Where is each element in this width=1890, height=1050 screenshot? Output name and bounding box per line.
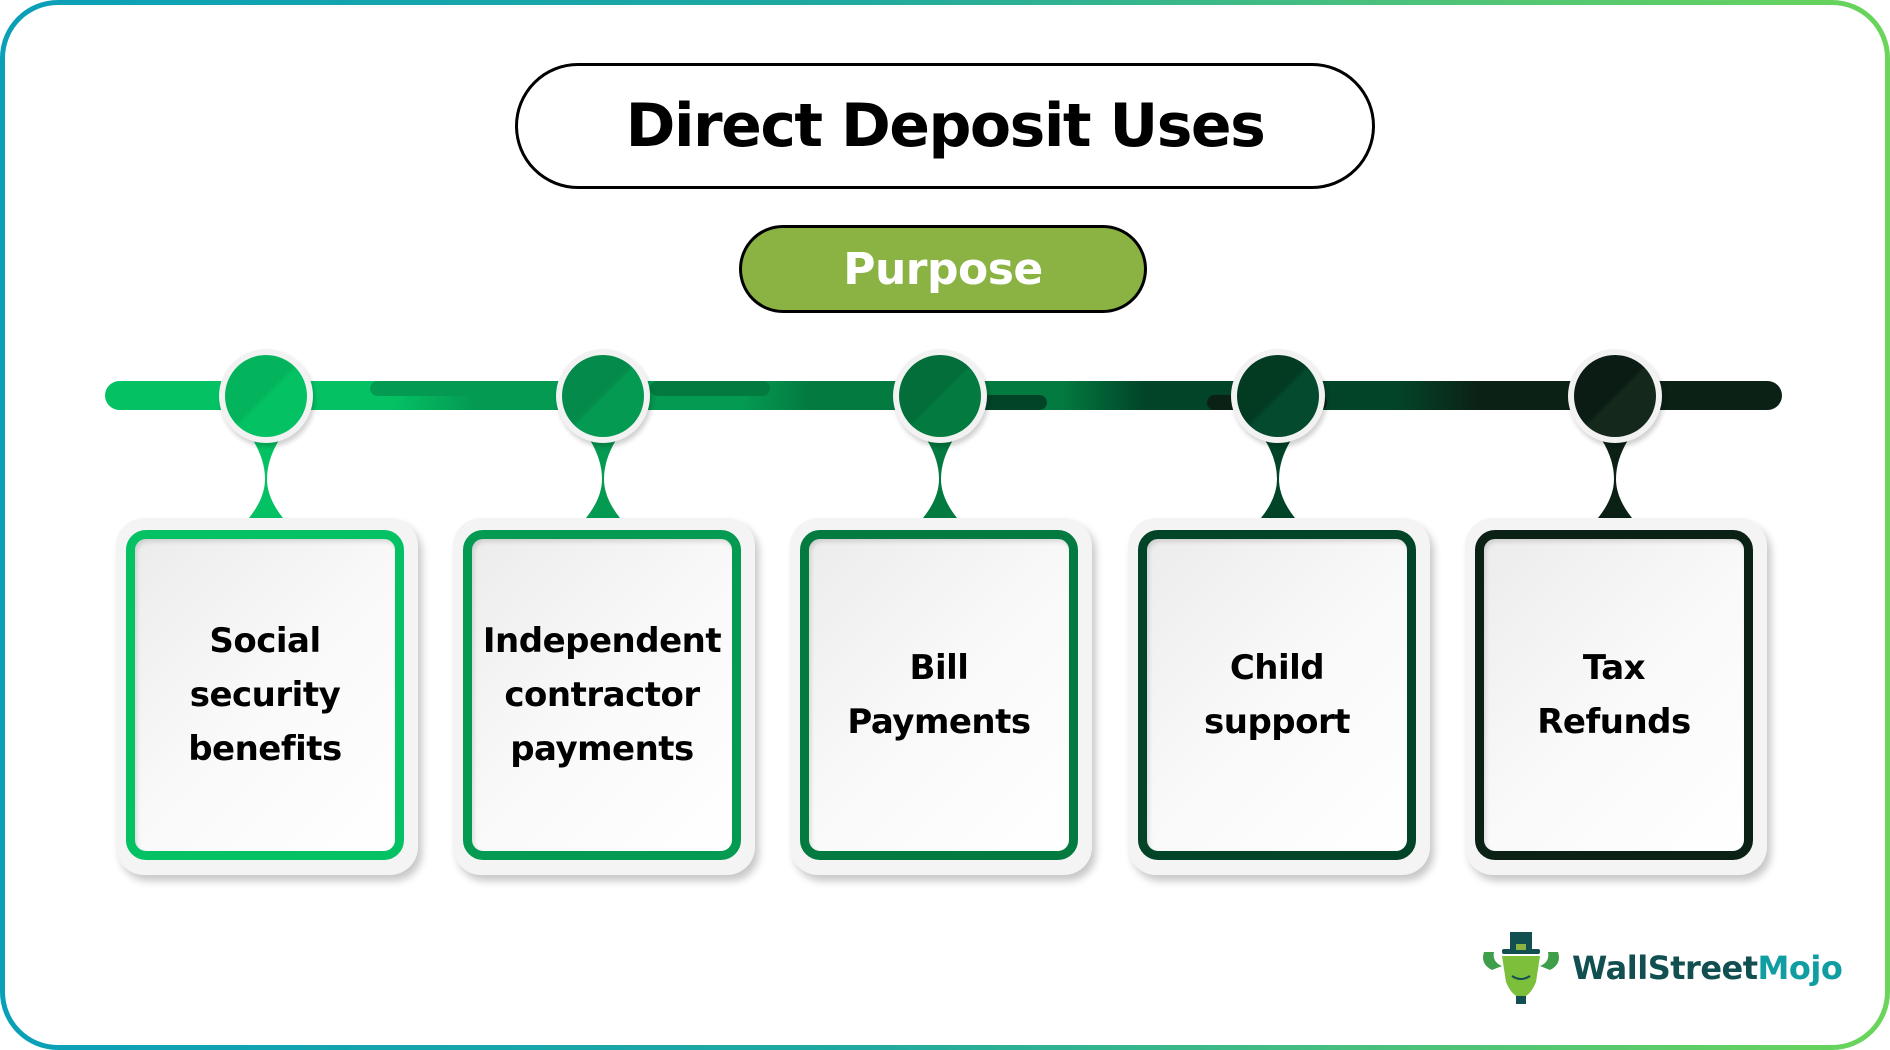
use-card-1: Social security benefits (116, 518, 418, 875)
card-frame: Tax Refunds (1475, 530, 1753, 860)
connector-stem-3 (923, 440, 957, 518)
node-core (1237, 355, 1319, 437)
timeline-node-2 (556, 349, 650, 443)
card-frame: Independent contractor payments (463, 530, 741, 860)
purpose-pill: Purpose (739, 225, 1147, 313)
use-card-4: Child support (1128, 518, 1430, 875)
use-card-5: Tax Refunds (1465, 518, 1767, 875)
node-core (1574, 355, 1656, 437)
use-card-3: Bill Payments (790, 518, 1092, 875)
bar-step-2 (650, 381, 770, 396)
page-title: Direct Deposit Uses (625, 91, 1266, 161)
brand-logo: WallStreetMojo (1478, 930, 1843, 1006)
timeline-node-4 (1231, 349, 1325, 443)
node-core (899, 355, 981, 437)
card-frame: Social security benefits (126, 530, 404, 860)
title-pill: Direct Deposit Uses (515, 63, 1375, 189)
timeline-node-1 (219, 349, 313, 443)
bar-step-1 (370, 381, 490, 396)
purpose-label: Purpose (843, 243, 1043, 295)
timeline-node-3 (893, 349, 987, 443)
card-label: Social security benefits (188, 621, 342, 769)
connector-stem-2 (586, 440, 620, 518)
timeline-node-5 (1568, 349, 1662, 443)
connector-stem-4 (1261, 440, 1295, 518)
card-label: Independent contractor payments (482, 621, 722, 769)
connector-stem-5 (1598, 440, 1632, 518)
card-label: Child support (1204, 648, 1351, 742)
node-core (562, 355, 644, 437)
node-core (225, 355, 307, 437)
logo-text: WallStreetMojo (1572, 949, 1843, 987)
card-frame: Child support (1138, 530, 1416, 860)
bull-with-top-hat-icon (1483, 932, 1559, 1004)
use-card-2: Independent contractor payments (453, 518, 755, 875)
connector-stem-1 (249, 440, 283, 518)
card-label: Bill Payments (847, 648, 1031, 742)
card-frame: Bill Payments (800, 530, 1078, 860)
card-label: Tax Refunds (1537, 648, 1691, 742)
